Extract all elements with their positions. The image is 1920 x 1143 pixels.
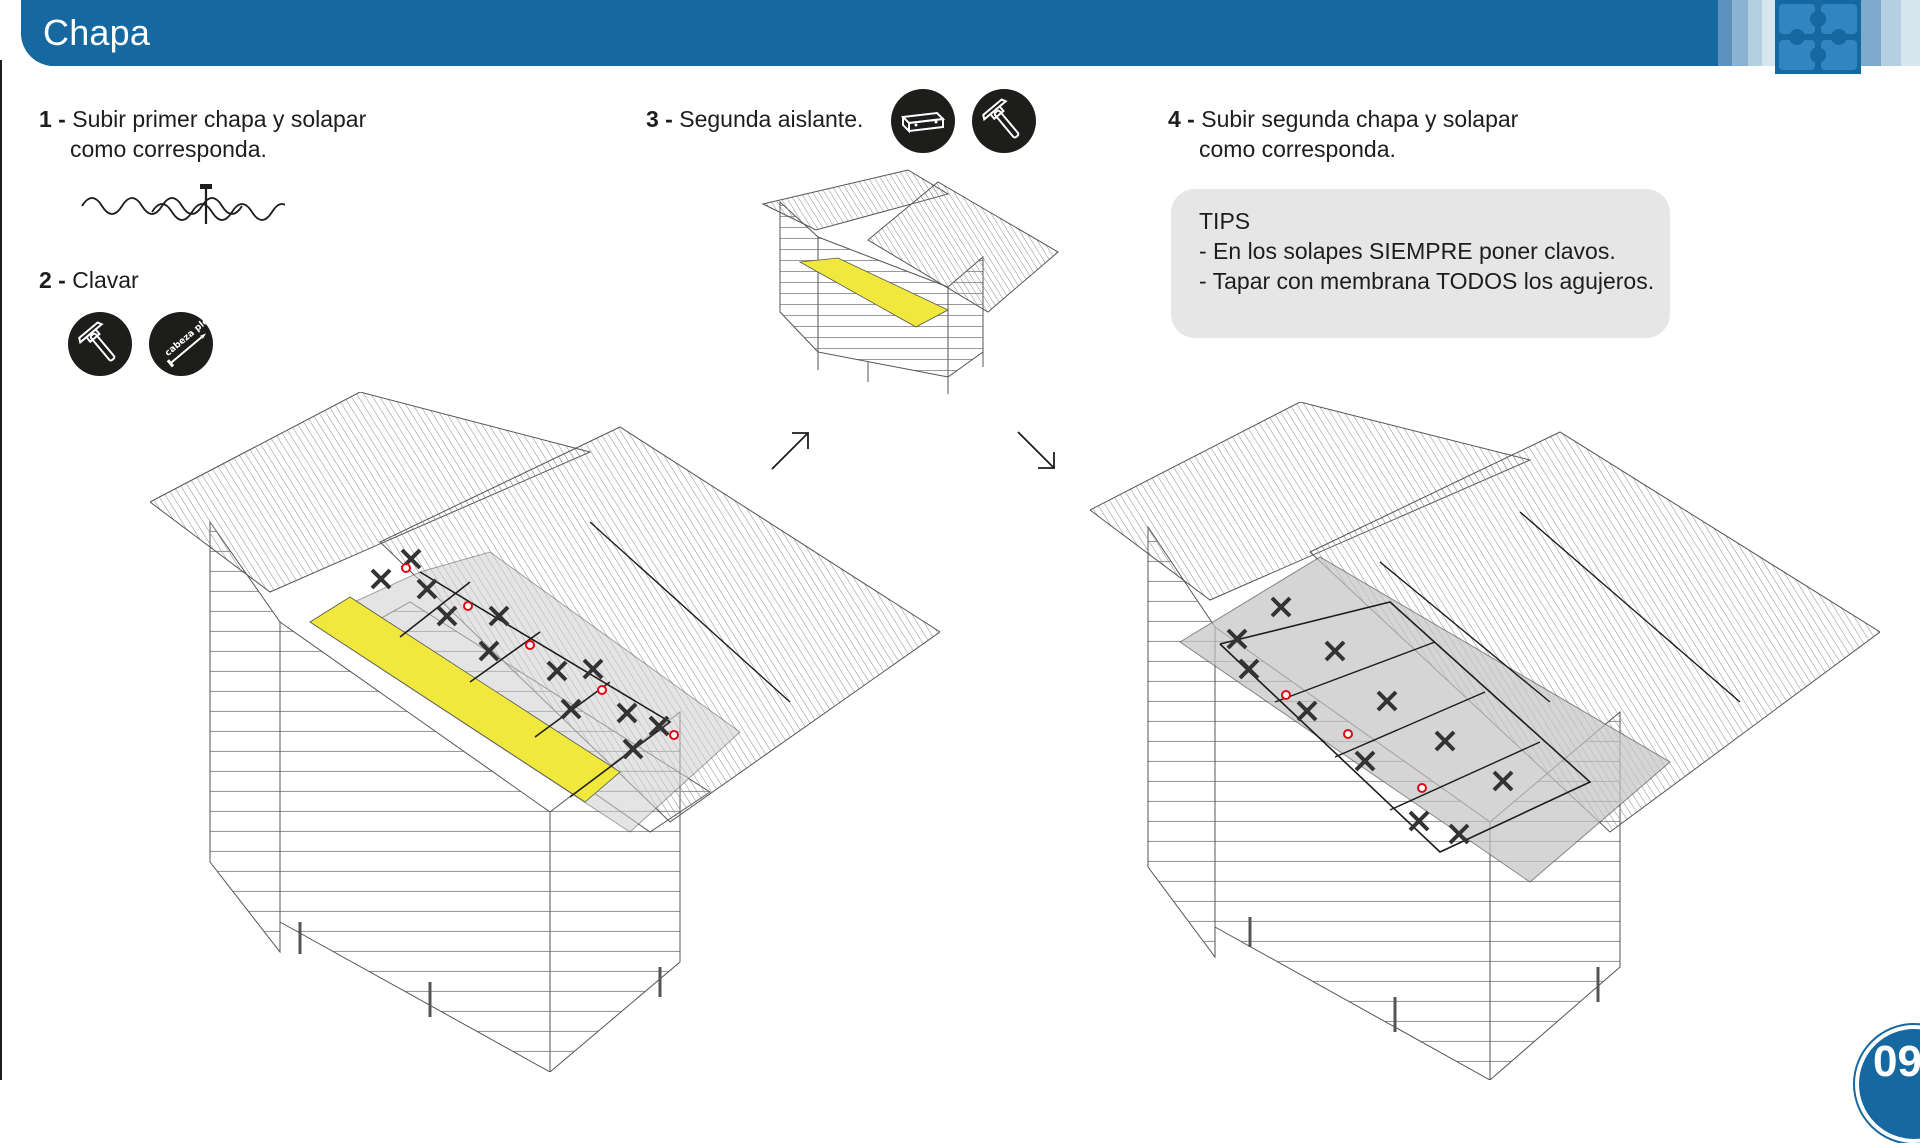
shed-illustration-step-3 — [761, 169, 1059, 394]
step-4-number: 4 - — [1168, 106, 1195, 132]
step-1-number: 1 - — [39, 106, 66, 132]
tips-box: TIPS - En los solapes SIEMPRE poner clav… — [1171, 189, 1670, 338]
insulation-roll-icon — [891, 89, 955, 153]
hammer-icon — [68, 312, 132, 376]
header-stripes — [1718, 0, 1776, 66]
nail-icon: cabeza plomo — [149, 312, 213, 376]
tip-item: - Tapar con membrana TODOS los agujeros. — [1199, 268, 1655, 294]
nail-marks — [370, 548, 670, 760]
step-3: 3 - Segunda aislante. — [646, 104, 863, 134]
step-3-number: 3 - — [646, 106, 673, 132]
page-edge — [0, 60, 2, 1080]
arrow-up-right-icon — [771, 432, 809, 470]
shed-illustration-step-2 — [150, 392, 940, 1072]
step-1: 1 - Subir primer chapa y solapar como co… — [39, 104, 366, 164]
step-4-text-cont: como corresponda. — [1199, 136, 1396, 162]
overlap-profile-illustration — [81, 184, 285, 224]
tip-item: - En los solapes SIEMPRE poner clavos. — [1199, 238, 1616, 264]
step-4-text: Subir segunda chapa y solapar — [1201, 106, 1519, 132]
page-title: Chapa — [43, 12, 151, 53]
hammer-icon — [972, 89, 1036, 153]
header-bar — [21, 0, 1861, 66]
step-1-text: Subir primer chapa y solapar — [72, 106, 367, 132]
tips-title: TIPS — [1199, 208, 1251, 234]
nail-marks — [1226, 596, 1514, 845]
step-2-number: 2 - — [39, 267, 66, 293]
header-stripes-right — [1861, 0, 1920, 66]
shed-illustration-step-4 — [1090, 402, 1880, 1080]
nail-icon-label: cabeza plomo — [163, 312, 213, 359]
step-1-text-cont: como corresponda. — [70, 136, 267, 162]
arrow-down-right-icon — [1017, 431, 1055, 469]
step-2: 2 - Clavar — [39, 265, 139, 295]
step-2-text: Clavar — [72, 267, 139, 293]
step-3-text: Segunda aislante. — [679, 106, 864, 132]
page-number: 09 — [1873, 1037, 1920, 1086]
brand-logo — [1775, 0, 1861, 74]
step-4: 4 - Subir segunda chapa y solapar como c… — [1168, 104, 1518, 164]
